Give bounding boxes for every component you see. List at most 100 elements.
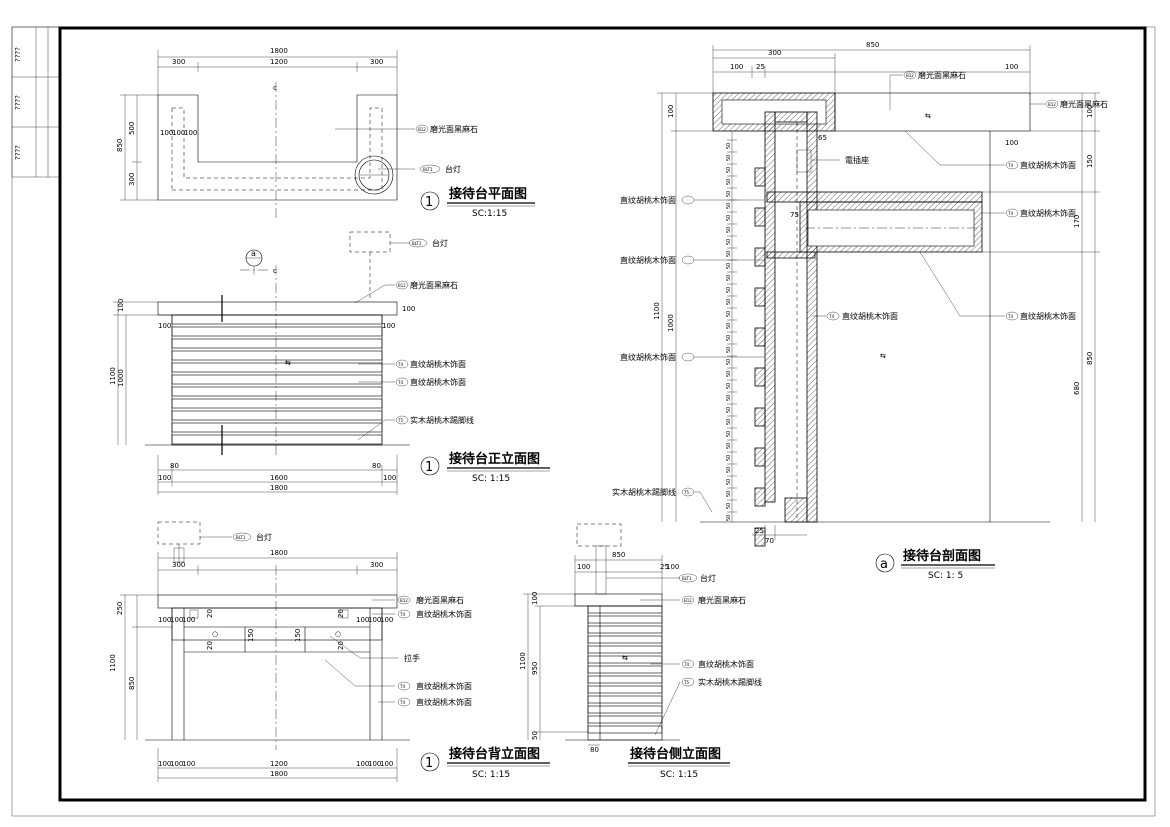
side-slat	[587, 725, 663, 734]
front-scale: SC: 1:15	[472, 474, 510, 484]
section-slat	[754, 287, 766, 307]
plan-dim: 300	[172, 58, 185, 66]
section-slat-dim: 50	[726, 335, 732, 341]
section-slat-dim: 50	[726, 311, 732, 317]
section-slat-dim: 50	[726, 287, 732, 293]
back-dim: 20	[206, 609, 214, 618]
back-dim: 20	[337, 641, 345, 650]
sheet-inner-border	[58, 26, 1147, 802]
back-label: 磨光面黑麻石	[416, 595, 464, 605]
svg-text:⇆: ⇆	[622, 654, 628, 662]
side-elevation: BLT1 台灯 850 100 25 100 ⇆ 100 1100 950 50…	[519, 523, 762, 780]
back-label: 直纹胡桃木饰面	[416, 681, 472, 691]
side-label: 直纹胡桃木饰面	[698, 659, 754, 669]
title-block-cell: ????	[14, 47, 22, 62]
section-label: 直纹胡桃木饰面	[1020, 208, 1076, 218]
front-elevation: BLT1 台灯 a c 100 1100 1000 100 100 100	[109, 231, 550, 495]
front-dim: 100	[158, 474, 171, 482]
section-tag: B12	[906, 73, 914, 78]
section-slat	[754, 447, 766, 467]
section-tag: T4	[1007, 314, 1013, 319]
plan-dim: 1800	[270, 47, 288, 55]
side-dim: 100	[577, 563, 590, 571]
back-dim: 150	[247, 629, 255, 642]
svg-text:⇆: ⇆	[285, 359, 291, 367]
back-dim: 1800	[270, 549, 288, 557]
section-dim: 25	[755, 527, 764, 535]
section-slat-dim: 50	[726, 143, 732, 149]
svg-text:⇆: ⇆	[925, 112, 931, 120]
section-slat-dim: 50	[726, 467, 732, 473]
plan-title: 接待台平面图	[449, 186, 527, 202]
svg-text:○: ○	[335, 630, 341, 638]
front-tag: T4	[397, 380, 403, 385]
side-dim: 850	[612, 551, 625, 559]
section-dim: 100	[1086, 105, 1094, 118]
side-dim: 100	[531, 592, 539, 605]
back-dim: 100	[170, 616, 183, 624]
title-block: ???? ???? ????	[11, 26, 61, 178]
front-label: 台灯	[432, 238, 448, 248]
plan-axis: c	[273, 84, 277, 92]
front-tag: BLT1	[412, 241, 422, 246]
section-slat-dim: 50	[726, 371, 732, 377]
section-slat	[754, 487, 766, 507]
back-dim: 100	[380, 760, 393, 768]
section-slat-dim: 50	[726, 263, 732, 269]
plan-scale: SC:1:15	[472, 209, 507, 219]
plan-dim: 850	[116, 139, 124, 152]
section-slat	[754, 367, 766, 387]
side-tag: BLT1	[682, 576, 692, 581]
front-dim: 1800	[270, 484, 288, 492]
section-slat	[754, 207, 766, 227]
back-dim: 850	[128, 677, 136, 690]
back-scale: SC: 1:15	[472, 770, 510, 780]
section-slat-dim: 50	[726, 359, 732, 365]
side-scale: SC: 1:15	[660, 770, 698, 780]
side-slat	[587, 645, 663, 654]
section-dim: 170	[1073, 215, 1081, 228]
section-dim: 300	[768, 49, 781, 57]
back-dim: 300	[370, 561, 383, 569]
section-title-number: a	[880, 557, 888, 572]
front-section-mark: a	[251, 249, 256, 258]
side-label: 台灯	[700, 573, 716, 583]
section-label: 磨光面黑麻石	[918, 70, 966, 80]
back-dim: 100	[182, 616, 195, 624]
front-slat	[171, 374, 383, 385]
section-slat-dim: 50	[726, 395, 732, 401]
section-label: 直纹胡桃木饰面	[1020, 311, 1076, 321]
front-slat	[171, 398, 383, 409]
section-tag: T4	[1007, 163, 1013, 168]
plan-dim: 500	[128, 122, 136, 135]
front-dim: 100	[117, 299, 125, 312]
front-slat	[171, 314, 383, 325]
section-label: 直纹胡桃木饰面	[620, 352, 676, 362]
section-slat-dim: 50	[726, 455, 732, 461]
plan-dim: 1200	[270, 58, 288, 66]
section-slat-dim: 50	[726, 215, 732, 221]
section-view: 850 300 100 25 100 65 100 ⇆ 75 ⇆	[612, 41, 1108, 581]
side-dim: 80	[590, 746, 599, 754]
section-slat-dim: 50	[726, 203, 732, 209]
section-dim: 100	[1005, 139, 1018, 147]
section-label: 電插座	[845, 155, 869, 165]
front-tag: T4	[397, 362, 403, 367]
section-slat-dim: 50	[726, 155, 732, 161]
section-tag: T5	[683, 490, 689, 495]
plan-view: 1800 300 1200 300 850 500 300 c 100 100 …	[116, 47, 535, 219]
back-dim: 300	[172, 561, 185, 569]
section-dim: 150	[1086, 155, 1094, 168]
section-slat-dim: 50	[726, 275, 732, 281]
back-dim: 1100	[109, 654, 117, 672]
section-slat-dim: 50	[726, 479, 732, 485]
section-scale: SC: 1: 5	[928, 571, 963, 581]
back-dim: 100	[158, 760, 171, 768]
back-label: 台灯	[256, 532, 272, 542]
section-label: 直纹胡桃木饰面	[1020, 160, 1076, 170]
section-dim: 100	[1005, 63, 1018, 71]
front-label: 直纹胡桃木饰面	[410, 359, 466, 369]
section-slat-dim: 50	[726, 191, 732, 197]
side-dim: 50	[531, 731, 539, 740]
section-dim: 1100	[653, 302, 661, 320]
